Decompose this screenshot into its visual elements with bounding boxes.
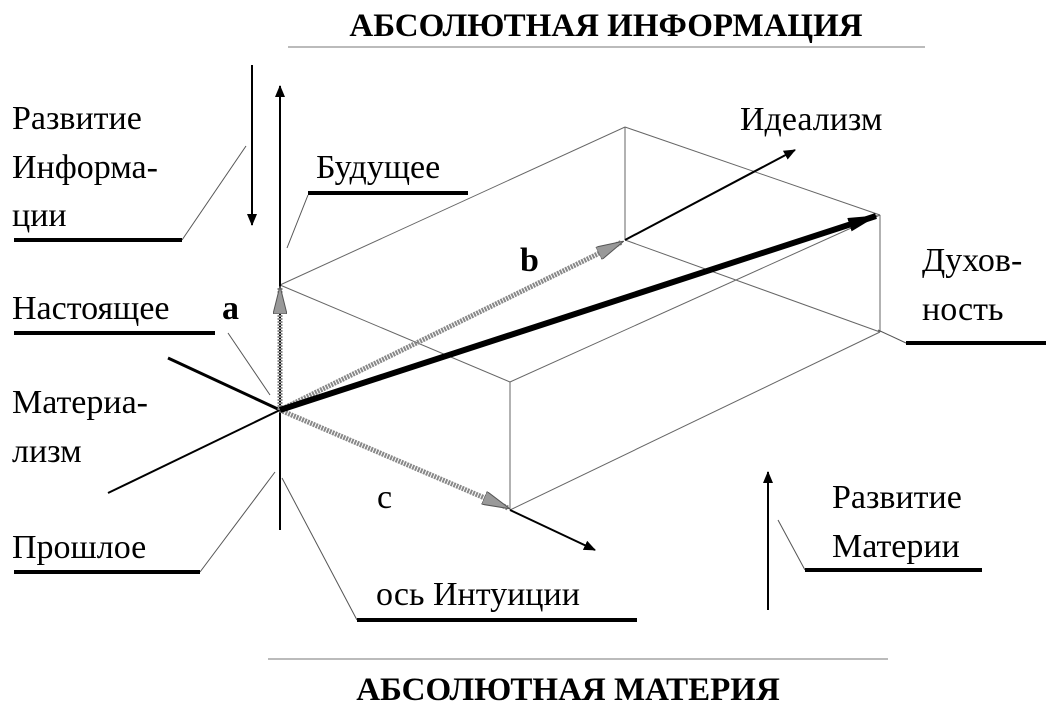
- label-info-development-2: Информа-: [12, 149, 158, 186]
- leader-lines: [181, 145, 907, 621]
- label-matter-development-2: Материи: [832, 528, 960, 565]
- intuition-axis-left: [167, 356, 281, 412]
- label-materialism-1: Материа-: [12, 384, 148, 421]
- materialism-axis-left: [107, 409, 281, 494]
- spirituality-vector: [279, 213, 878, 413]
- label-materialism-2: лизм: [12, 433, 82, 470]
- label-intuition-axis: ось Интуиции: [376, 576, 580, 613]
- label-idealism: Идеализм: [740, 101, 882, 138]
- label-spirituality-1: Духов-: [922, 242, 1022, 279]
- title-top: АБСОЛЮТНАЯ ИНФОРМАЦИЯ: [349, 8, 862, 44]
- idealism-axis: [624, 149, 796, 241]
- vector-c: [279, 407, 508, 511]
- label-a: a: [222, 290, 239, 327]
- box-edges: [279, 126, 881, 511]
- label-matter-development-1: Развитие: [832, 479, 962, 516]
- label-b: b: [520, 242, 539, 279]
- title-bottom: АБСОЛЮТНАЯ МАТЕРИЯ: [356, 672, 780, 708]
- label-info-development-3: ции: [12, 197, 67, 234]
- label-spirituality-2: ность: [922, 291, 1004, 328]
- label-past: Прошлое: [12, 529, 146, 566]
- label-present: Настоящее: [12, 290, 170, 327]
- vector-b: [278, 239, 622, 413]
- label-underlines: [14, 191, 1046, 622]
- label-c: c: [377, 479, 392, 516]
- intuition-axis: [509, 509, 596, 551]
- label-info-development-1: Развитие: [12, 100, 142, 137]
- label-future: Будущее: [316, 149, 440, 186]
